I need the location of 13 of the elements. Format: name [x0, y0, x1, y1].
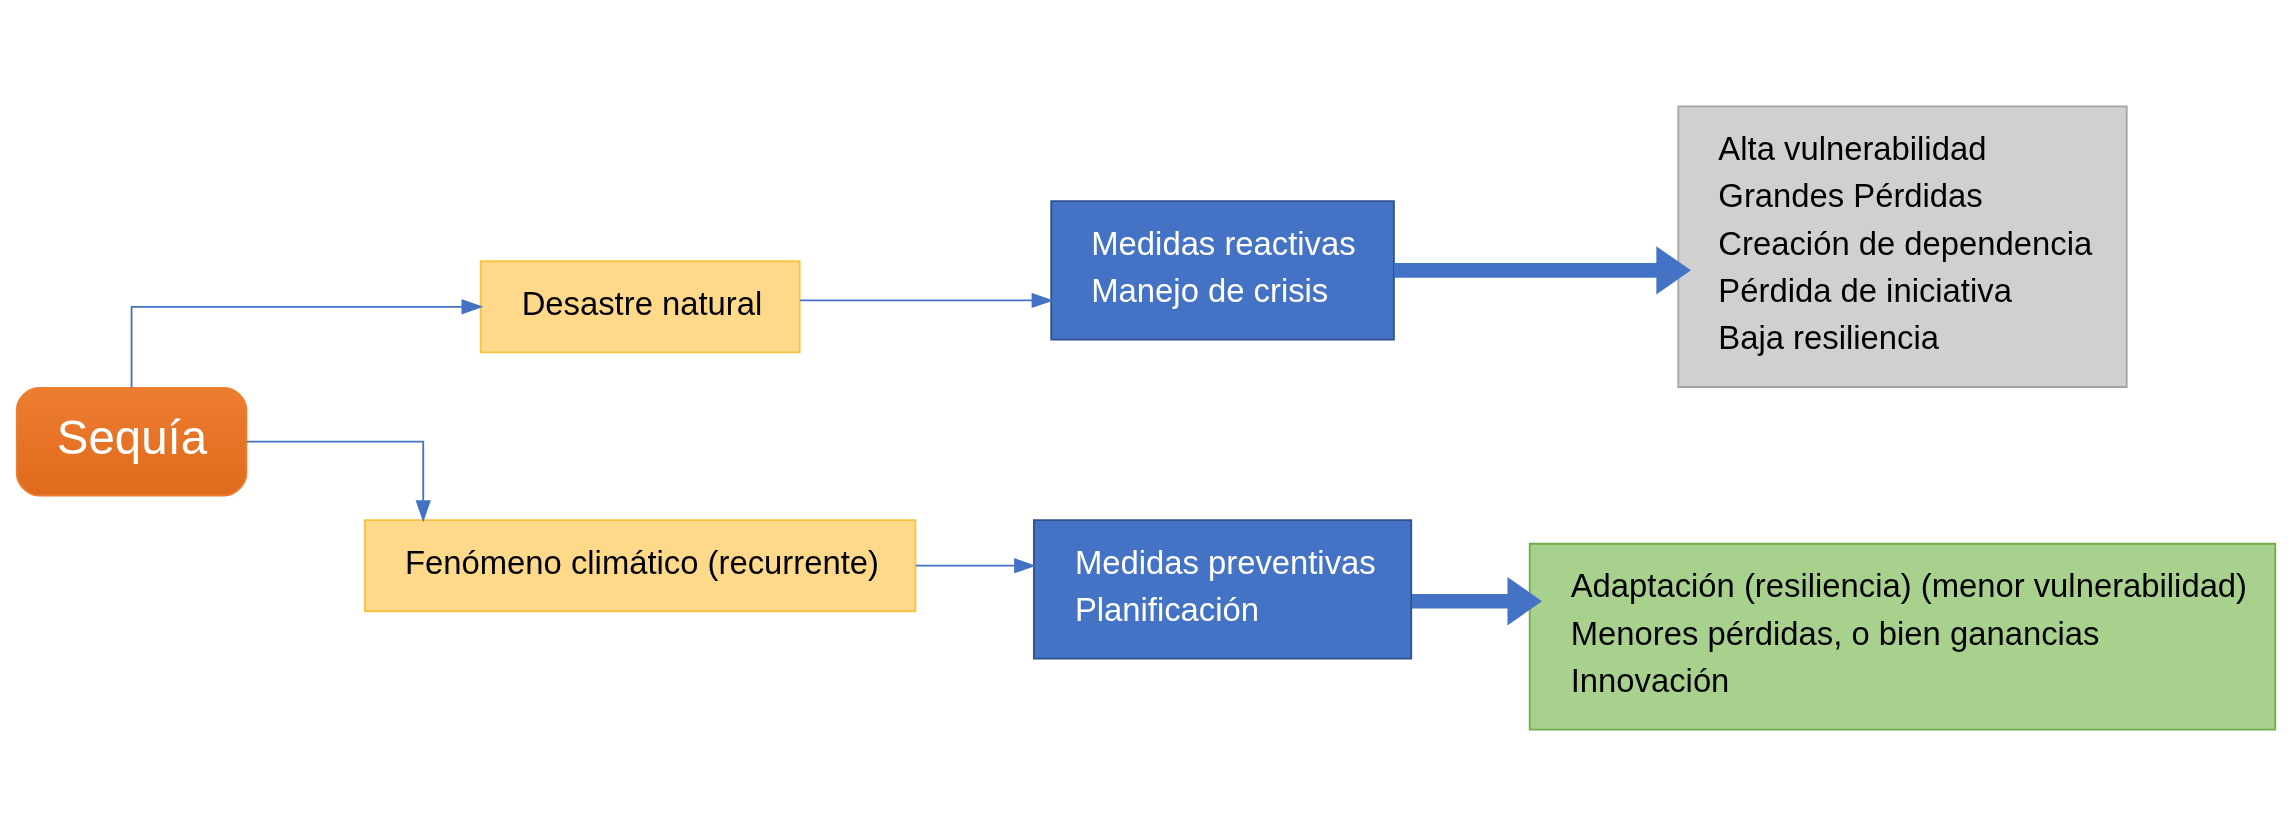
node-box: Medidas reactivas Manejo de crisis: [1050, 200, 1395, 341]
node-box: Desastre natural: [479, 260, 801, 354]
arrow: [799, 292, 1054, 309]
arrow: [130, 299, 484, 389]
arrow: [915, 558, 1037, 574]
node-box: Medidas preventivas Planificación: [1033, 519, 1413, 660]
arrow: [245, 440, 431, 523]
arrow: [1394, 246, 1691, 295]
arrow: [1411, 577, 1543, 626]
node-box: Sequía: [15, 387, 248, 497]
node-box: Fenómeno climático (recurrente): [364, 519, 917, 613]
node-box: Alta vulnerabilidad Grandes Pérdidas Creación de dependencia Pérdida de iniciativa Baja resiliencia: [1677, 105, 2128, 388]
node-box: Adaptación (resiliencia) (menor vulnerabilidad) Menores pérdidas, o bien ganancias Innovación: [1528, 542, 2277, 731]
